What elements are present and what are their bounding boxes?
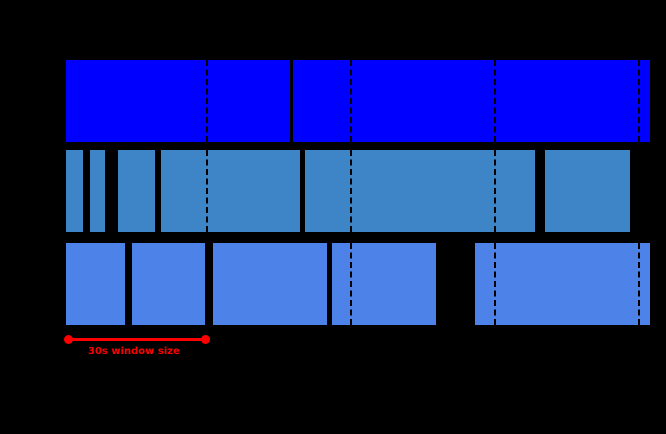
timeline-segment[interactable] [66,60,290,142]
window-size-annotation-start-cap [64,335,73,344]
timeline-segment[interactable] [118,150,155,232]
timeline-segment[interactable] [213,243,327,325]
timeline-track-row-3 [0,243,666,325]
timeline-segment[interactable] [332,243,436,325]
timeline-segment[interactable] [132,243,205,325]
timeline-segment[interactable] [66,243,125,325]
timeline-segment[interactable] [66,150,83,232]
timeline-track-row-2 [0,150,666,232]
timeline-segment[interactable] [475,243,650,325]
timeline-segment[interactable] [161,150,300,232]
window-size-annotation-label: 30s window size [88,346,180,357]
window-size-annotation-end-cap [201,335,210,344]
timeline-segment[interactable] [305,150,535,232]
timeline-track-row-1 [0,60,666,142]
timeline-segment[interactable] [293,60,650,142]
window-size-annotation-line [68,338,206,341]
timeline-segment[interactable] [90,150,105,232]
timeline-segment[interactable] [545,150,630,232]
